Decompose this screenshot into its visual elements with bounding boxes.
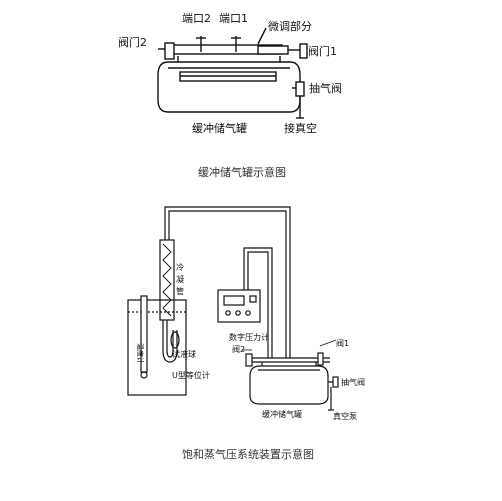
label-vacuum-connect: 接真空 [284, 121, 317, 135]
label-exhaust-valve: 抽气阀 [309, 81, 342, 95]
buffer-tank-body [157, 61, 301, 113]
label-fine-adjust: 微调部分 [268, 19, 312, 33]
buffer-tank-bottom [249, 365, 329, 405]
vapor-pressure-system [127, 206, 339, 411]
fine-adjust-section [257, 45, 289, 55]
label-port2: 端口2 [182, 12, 211, 25]
gauge-display [223, 295, 245, 306]
digital-pressure-gauge [217, 289, 261, 323]
water-bath-beaker [127, 299, 187, 396]
u-tube-manometer [162, 320, 178, 363]
exhaust-valve-bottom [332, 376, 339, 388]
valve2-bottom [245, 353, 253, 367]
label-valve2: 阀门2 [118, 35, 147, 49]
gauge-pipe [243, 247, 273, 358]
label-exhaust-valve-bottom: 抽气阀 [341, 377, 365, 387]
valve2 [164, 42, 175, 60]
label-u-tube: U型等位计 [172, 370, 210, 380]
label-port1: 端口1 [219, 12, 248, 25]
label-vacuum-pump: 真空泵 [333, 411, 357, 421]
label-condenser-vertical: 冷 凝 管 [176, 262, 184, 296]
bottom-labels: 冷 凝 管 温度计 试液球 U型等位计 数字压力计 阀2 阀1 抽气阀 缓冲储气… [136, 262, 365, 461]
exhaust-valve [295, 81, 305, 97]
condenser-coil [162, 243, 172, 317]
valve1-bottom [317, 352, 324, 366]
svg-text:凝: 凝 [176, 274, 184, 284]
fine-adjust-leader [257, 27, 267, 45]
caption-buffer-tank: 缓冲储气罐示意图 [198, 165, 286, 179]
caption-vapor-system: 饱和蒸气压系统装置示意图 [182, 447, 314, 461]
valve1 [299, 43, 308, 59]
label-valve2-bottom: 阀2 [232, 345, 245, 354]
label-sample-ball: 试液球 [172, 349, 196, 359]
buffer-tank-schematic [157, 27, 308, 119]
label-buffer-tank-bottom: 缓冲储气罐 [262, 409, 302, 419]
svg-text:冷: 冷 [176, 262, 184, 272]
label-thermometer: 温度计 [136, 343, 145, 364]
svg-text:管: 管 [176, 286, 184, 296]
label-buffer-tank: 缓冲储气罐 [192, 121, 247, 135]
label-digital-gauge: 数字压力计 [229, 332, 269, 342]
top-labels: 端口2 端口1 微调部分 阀门2 阀门1 抽气阀 缓冲储气罐 接真空 缓冲储气罐… [118, 12, 342, 179]
label-valve1: 阀门1 [308, 44, 337, 58]
main-connecting-pipe [164, 206, 291, 358]
sample-ball [170, 331, 180, 349]
label-valve1-bottom: 阀1 [336, 339, 349, 348]
